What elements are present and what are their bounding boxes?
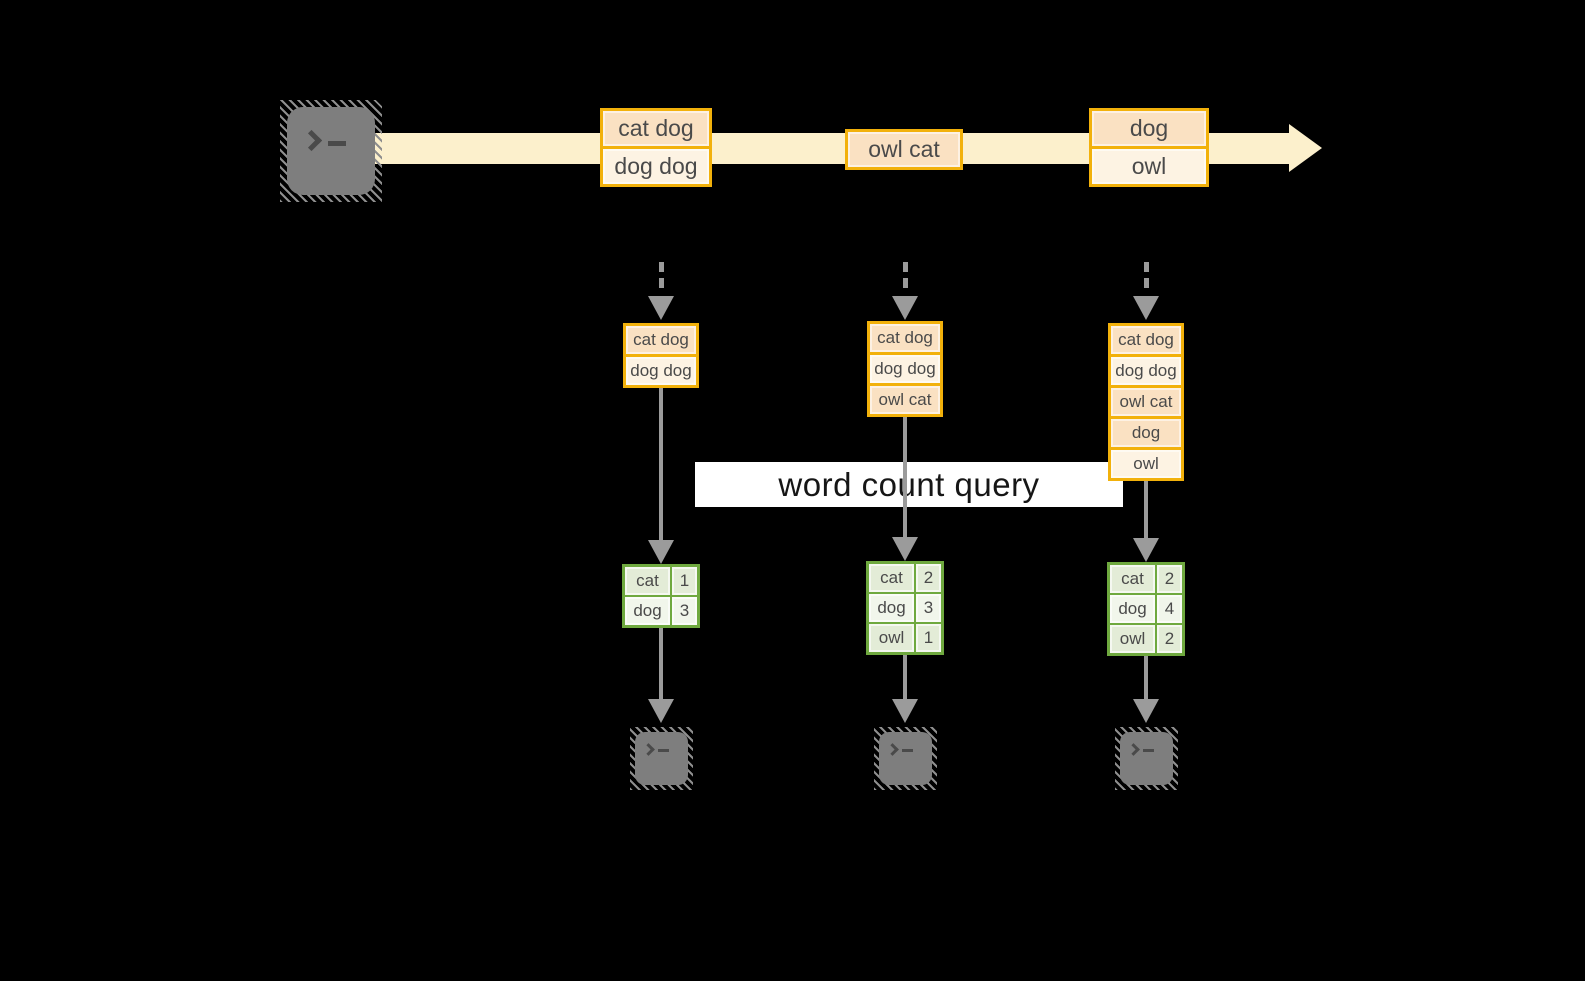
word-cell: cat — [869, 564, 914, 592]
connector-line — [903, 415, 907, 537]
record-cell: dog — [1092, 111, 1206, 146]
down-arrowhead-icon — [892, 537, 918, 561]
connector-line — [659, 386, 663, 540]
stream-record-box: dog owl — [1089, 108, 1209, 187]
stream-arrowhead-icon — [1289, 124, 1322, 172]
count-row: cat 1 — [625, 567, 697, 595]
terminal-prompt-icon — [642, 743, 669, 756]
record-cell: cat dog — [603, 111, 709, 146]
down-arrowhead-icon — [648, 540, 674, 564]
connector-line — [1144, 479, 1148, 538]
down-arrowhead-icon — [648, 699, 674, 723]
word-count-table: cat 2 dog 3 owl 1 — [866, 561, 944, 655]
underscore-cursor-icon — [328, 141, 346, 146]
word-cell: cat — [1110, 565, 1155, 593]
underscore-cursor-icon — [902, 749, 913, 752]
terminal-icon — [1115, 727, 1178, 790]
buffer-cell: cat dog — [870, 324, 940, 352]
connector-line — [903, 654, 907, 699]
down-arrowhead-icon — [1133, 699, 1159, 723]
query-banner-label: word count query — [778, 465, 1040, 503]
connector-line — [659, 627, 663, 699]
terminal-prompt-icon — [1127, 743, 1154, 756]
terminal-prompt-icon — [300, 129, 346, 152]
down-arrowhead-icon — [892, 699, 918, 723]
underscore-cursor-icon — [658, 749, 669, 752]
terminal-icon — [280, 100, 382, 202]
instance-buffer: cat dog dog dog — [623, 323, 699, 388]
buffer-cell: cat dog — [626, 326, 696, 354]
buffer-cell: owl cat — [870, 386, 940, 414]
terminal-screen — [1120, 732, 1173, 785]
count-cell: 1 — [916, 624, 941, 652]
count-row: owl 2 — [1110, 625, 1182, 653]
record-cell: dog dog — [603, 149, 709, 184]
count-row: dog 3 — [625, 597, 697, 625]
query-banner: word count query — [695, 462, 1123, 507]
count-cell: 4 — [1157, 595, 1182, 623]
terminal-icon — [874, 727, 937, 790]
count-row: cat 2 — [869, 564, 941, 592]
terminal-screen — [879, 732, 932, 785]
word-cell: dog — [625, 597, 670, 625]
record-cell: owl — [1092, 149, 1206, 184]
count-cell: 2 — [916, 564, 941, 592]
instance-buffer: cat dog dog dog owl cat — [867, 321, 943, 417]
down-arrowhead-icon — [1133, 538, 1159, 562]
count-cell: 3 — [916, 594, 941, 622]
buffer-cell: dog dog — [870, 355, 940, 383]
word-cell: dog — [869, 594, 914, 622]
chevron-right-icon — [1127, 743, 1140, 756]
count-cell: 1 — [672, 567, 697, 595]
down-arrowhead-icon — [1133, 296, 1159, 320]
underscore-cursor-icon — [1143, 749, 1154, 752]
dashed-connector — [1144, 262, 1149, 288]
buffer-cell: owl — [1111, 450, 1181, 478]
word-count-table: cat 1 dog 3 — [622, 564, 700, 628]
count-row: owl 1 — [869, 624, 941, 652]
buffer-cell: owl cat — [1111, 388, 1181, 416]
word-count-table: cat 2 dog 4 owl 2 — [1107, 562, 1185, 656]
count-cell: 2 — [1157, 625, 1182, 653]
count-row: dog 4 — [1110, 595, 1182, 623]
buffer-cell: cat dog — [1111, 326, 1181, 354]
chevron-right-icon — [300, 129, 323, 152]
terminal-screen — [287, 107, 375, 195]
buffer-cell: dog — [1111, 419, 1181, 447]
count-cell: 2 — [1157, 565, 1182, 593]
connector-line — [1144, 655, 1148, 699]
chevron-right-icon — [886, 743, 899, 756]
buffer-cell: dog dog — [626, 357, 696, 385]
stream-record-box: owl cat — [845, 129, 963, 170]
terminal-screen — [635, 732, 688, 785]
record-cell: owl cat — [848, 132, 960, 167]
instance-buffer: cat dog dog dog owl cat dog owl — [1108, 323, 1184, 481]
terminal-icon — [630, 727, 693, 790]
count-cell: 3 — [672, 597, 697, 625]
stream-record-box: cat dog dog dog — [600, 108, 712, 187]
word-cell: cat — [625, 567, 670, 595]
down-arrowhead-icon — [648, 296, 674, 320]
word-cell: owl — [869, 624, 914, 652]
terminal-prompt-icon — [886, 743, 913, 756]
dashed-connector — [903, 262, 908, 288]
word-cell: owl — [1110, 625, 1155, 653]
word-cell: dog — [1110, 595, 1155, 623]
dashed-connector — [659, 262, 664, 288]
count-row: cat 2 — [1110, 565, 1182, 593]
chevron-right-icon — [642, 743, 655, 756]
down-arrowhead-icon — [892, 296, 918, 320]
count-row: dog 3 — [869, 594, 941, 622]
buffer-cell: dog dog — [1111, 357, 1181, 385]
